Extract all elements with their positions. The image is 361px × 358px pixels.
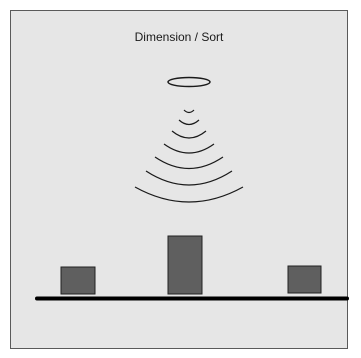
sort-illustration [35,76,349,301]
bar-right [287,265,322,294]
wave-arc-7 [134,186,244,203]
source-ring [167,76,211,88]
bar-center [167,235,203,295]
bar-left [60,266,96,295]
wave-arc-4 [163,143,215,154]
wave-arc-1 [183,109,195,114]
wave-arc-2 [178,119,200,126]
wave-arc-3 [171,130,207,139]
wave-arc-6 [145,170,233,186]
wave-arcs [134,109,244,203]
wave-arc-5 [154,156,224,169]
panel-title: Dimension / Sort [134,30,224,44]
dimension-sort-panel: Dimension / Sort [10,10,349,349]
